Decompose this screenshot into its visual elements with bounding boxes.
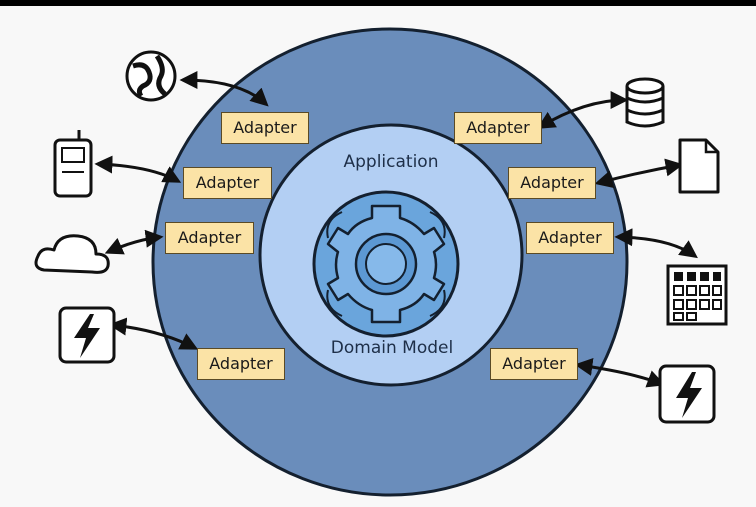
arrow-globe: [179, 71, 269, 107]
database-icon: [625, 77, 665, 128]
lightning-event-icon-right: [658, 364, 716, 424]
adapter-right-1: Adapter: [454, 112, 542, 144]
arrow-cloud: [104, 229, 164, 255]
domain-model-gear-icon: [312, 190, 460, 338]
document-icon: [678, 138, 720, 194]
arrow-database: [536, 91, 629, 129]
arrow-phone: [94, 155, 182, 183]
arrow-left-lightning: [108, 317, 199, 350]
arrow-document: [594, 158, 684, 189]
adapter-right-2: Adapter: [508, 167, 596, 199]
adapter-left-1: Adapter: [221, 112, 309, 144]
adapter-left-4: Adapter: [197, 348, 285, 380]
adapter-right-4: Adapter: [490, 348, 578, 380]
application-label: Application: [343, 152, 439, 172]
mobile-phone-icon: [53, 130, 93, 198]
cloud-icon: [34, 234, 110, 274]
adapter-left-2: Adapter: [183, 167, 272, 199]
lightning-event-icon-left: [58, 306, 116, 364]
domain-model-label: Domain Model: [330, 338, 454, 358]
grid-calendar-icon: [666, 264, 728, 326]
adapter-right-3: Adapter: [526, 222, 614, 254]
arrow-right-lightning: [574, 358, 666, 388]
globe-icon: [125, 50, 177, 102]
adapter-left-3: Adapter: [165, 222, 254, 254]
top-border: [0, 0, 756, 6]
arrow-grid: [614, 228, 698, 259]
